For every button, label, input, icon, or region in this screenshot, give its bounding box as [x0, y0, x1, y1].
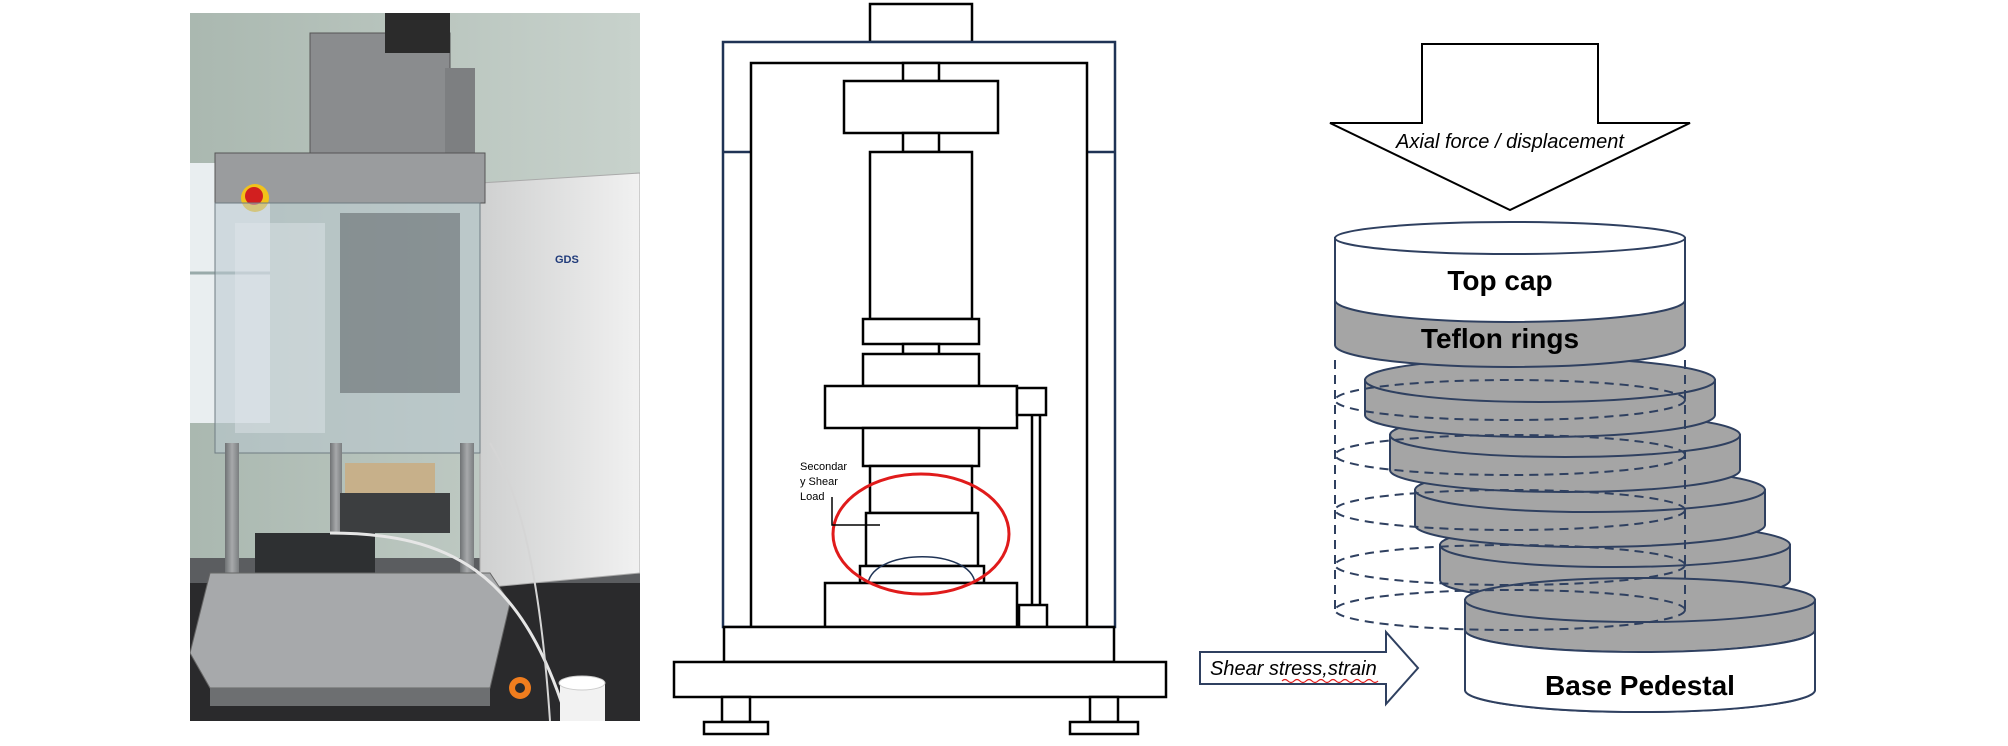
- shear-arm: [823, 384, 1019, 430]
- foot-right: [1068, 720, 1140, 736]
- original-specimen-outline: [1334, 360, 1686, 631]
- base-platen: [823, 581, 1019, 629]
- loading-piston: [868, 150, 974, 321]
- specimen-cell: [345, 463, 435, 493]
- base-pedestal: [1464, 577, 1816, 713]
- shear-zone-highlight: [831, 472, 1011, 596]
- teflon-rings-label: Teflon rings: [1421, 323, 1579, 354]
- motor-cap: [385, 13, 450, 53]
- top-cap: [1334, 237, 1686, 323]
- base-pedestal-label: Base Pedestal: [1545, 670, 1735, 701]
- load-cell: [842, 79, 1000, 135]
- top-cap-label: Top cap: [1447, 265, 1552, 296]
- foot-left: [702, 720, 770, 736]
- motor-housing: [309, 32, 451, 174]
- brand-logo: GDS: [555, 254, 579, 266]
- axial-force-label: Axial force / displacement: [1395, 131, 1625, 153]
- emergency-stop-button[interactable]: [245, 187, 263, 205]
- apparatus-schematic: Secondar y Shear Load: [670, 0, 1170, 741]
- shear-mechanism-diagram: Axial force / displacement: [1190, 0, 1840, 741]
- column-left: [225, 443, 239, 593]
- apparatus-photo: GDS: [189, 13, 641, 722]
- base-frame: [722, 625, 1116, 664]
- axial-force-arrow: [1329, 43, 1691, 212]
- shear-arrow: [1199, 629, 1420, 707]
- column-right: [460, 443, 474, 593]
- actuator-top: [868, 2, 974, 44]
- machine-base: [672, 660, 1168, 699]
- spellcheck-underline: [1281, 678, 1379, 684]
- callout-line: [831, 497, 880, 526]
- shear-stress-label: Shear stress,strain: [1210, 658, 1377, 680]
- base-plate: [189, 572, 511, 689]
- controller-cabinet: [479, 172, 641, 589]
- callout-label: Secondar y Shear Load: [800, 461, 850, 503]
